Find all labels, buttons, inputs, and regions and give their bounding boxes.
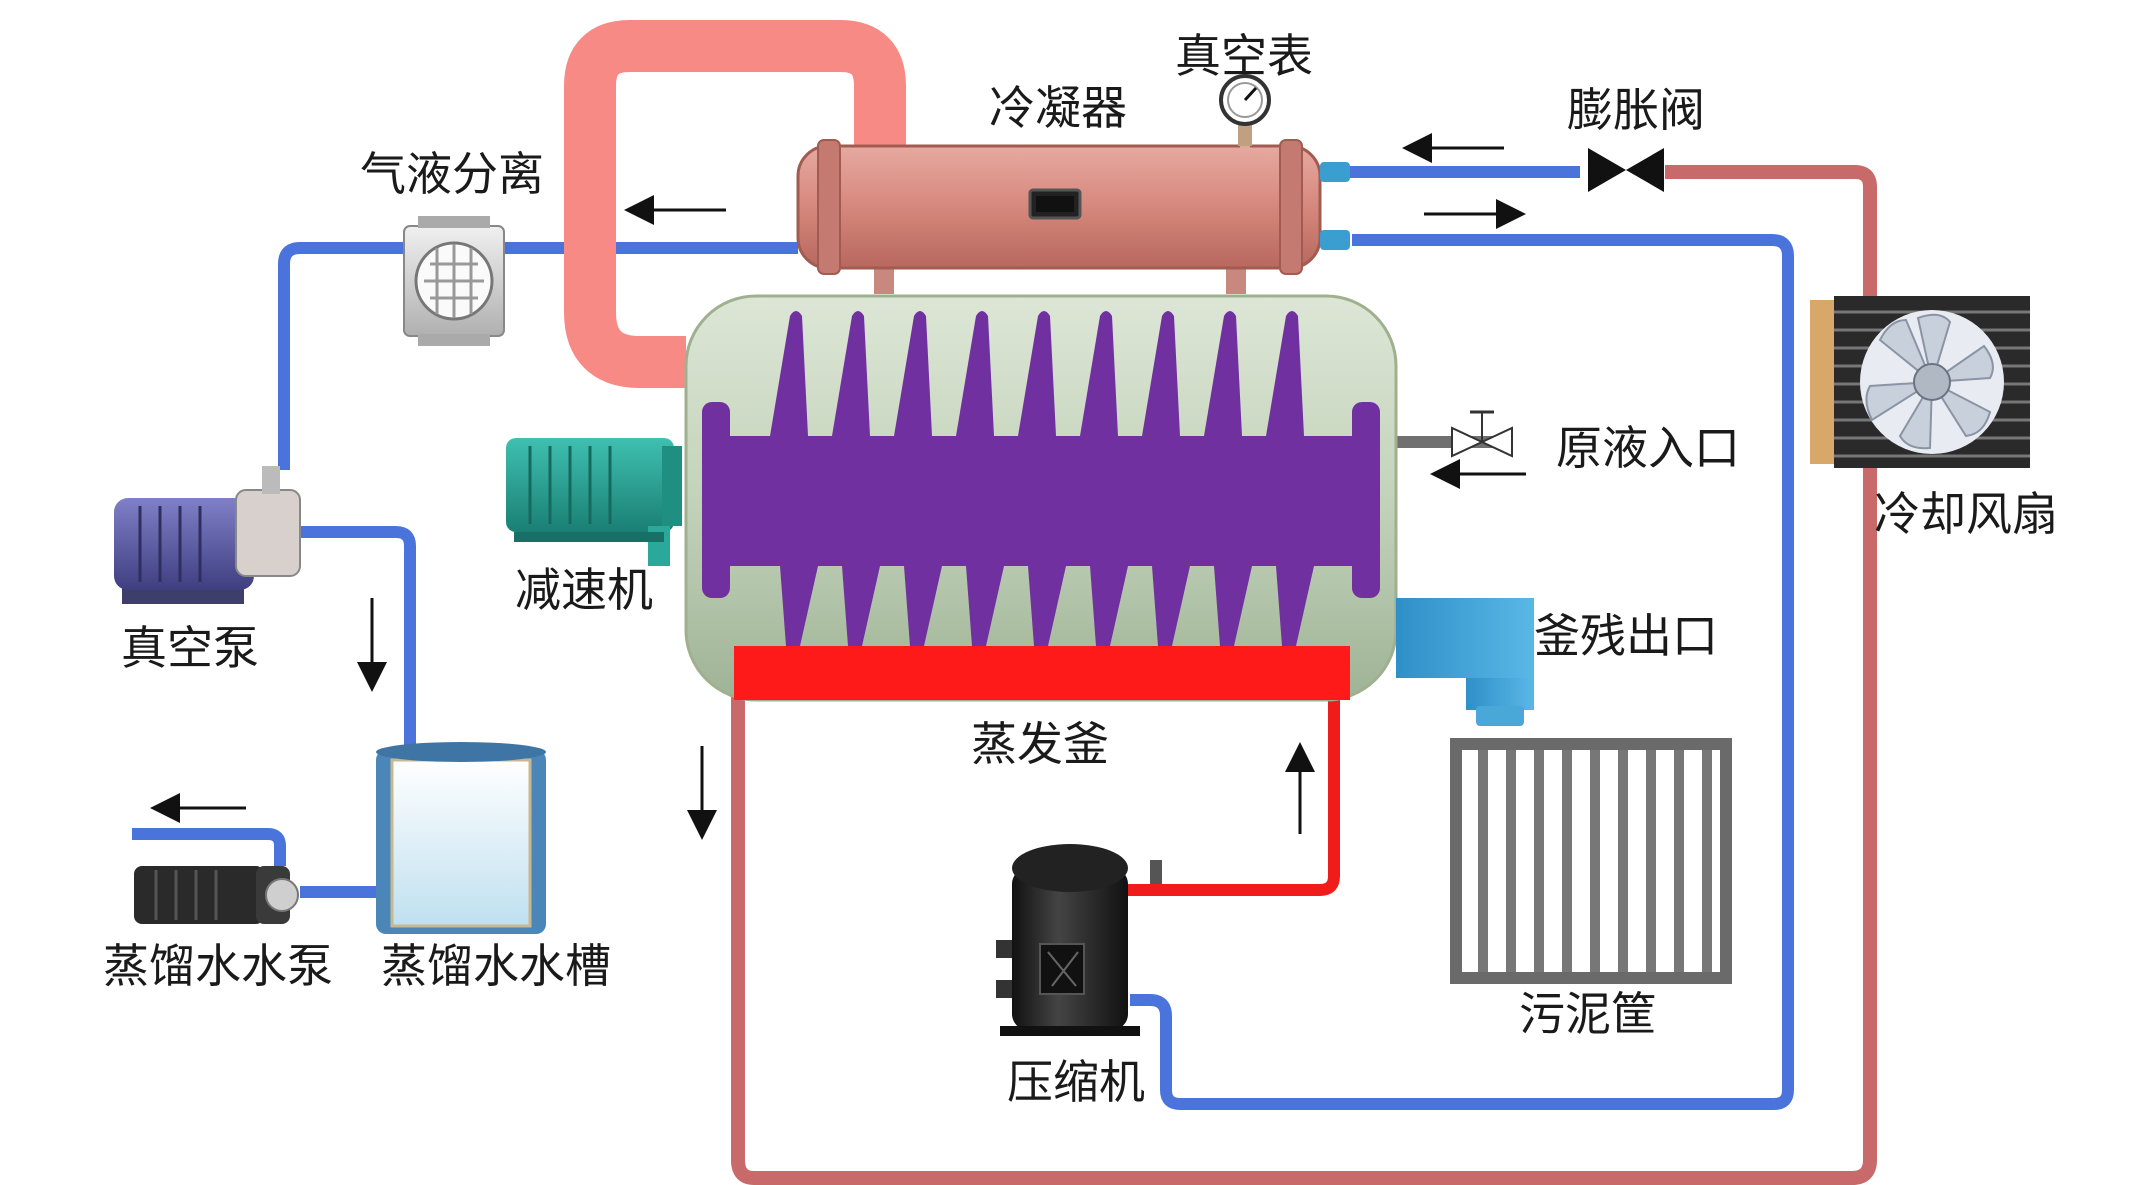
reducer-motor <box>506 438 682 566</box>
pump-to-tank-pipe <box>300 526 416 762</box>
valve-icon <box>1588 148 1664 192</box>
vacuum-line-pipe <box>278 242 798 470</box>
pipes <box>132 20 1877 1185</box>
residue-outlet <box>1396 598 1534 726</box>
fan-icon <box>1810 296 2030 468</box>
vacuum-pump-label: 真空泵 <box>121 621 259 675</box>
distilled-water-pump <box>134 866 299 924</box>
condenser-label: 冷凝器 <box>989 81 1127 135</box>
condenser <box>796 118 1350 294</box>
agitator <box>702 311 1380 646</box>
refrigerant-suction-pipe <box>1130 234 1794 1110</box>
separator-label: 气液分离 <box>360 147 544 201</box>
compressor-label: 压缩机 <box>1007 1055 1145 1109</box>
raw-liquid-inlet-label: 原液入口 <box>1556 421 1740 475</box>
flow-arrows <box>150 133 1526 840</box>
heater-band <box>734 646 1350 700</box>
evaporator-label: 蒸发釜 <box>971 717 1109 771</box>
sludge-basket-label: 污泥筐 <box>1519 987 1657 1041</box>
refrigerant-return-pipe <box>731 165 1877 1185</box>
labels: 真空表 冷凝器 膨胀阀 气液分离 原液入口 冷却风扇 减速机 真空泵 釜残出口 … <box>103 29 2058 1109</box>
gas-liquid-separator <box>403 216 505 346</box>
valve-icon <box>1451 410 1513 458</box>
water-tank-label: 蒸馏水水槽 <box>381 939 611 993</box>
evaporator-vessel <box>684 294 1398 702</box>
residue-outlet-label: 釜残出口 <box>1534 609 1718 663</box>
cooling-fan-label: 冷却风扇 <box>1874 487 2058 541</box>
pressure-gauge-icon <box>1219 74 1271 146</box>
hot-gas-pipe <box>1128 690 1340 896</box>
vacuum-gauge-label: 真空表 <box>1175 29 1313 83</box>
vacuum-pump <box>114 466 301 604</box>
water-pump-label: 蒸馏水水泵 <box>103 939 333 993</box>
water-pump-outlet-pipe <box>132 828 286 866</box>
compressor <box>996 844 1162 1036</box>
vapor-duct <box>564 20 906 388</box>
distilled-water-tank <box>376 742 546 934</box>
expansion-valve-label: 膨胀阀 <box>1567 83 1705 137</box>
sludge-basket <box>1450 738 1732 984</box>
reducer-label: 减速机 <box>515 563 653 617</box>
